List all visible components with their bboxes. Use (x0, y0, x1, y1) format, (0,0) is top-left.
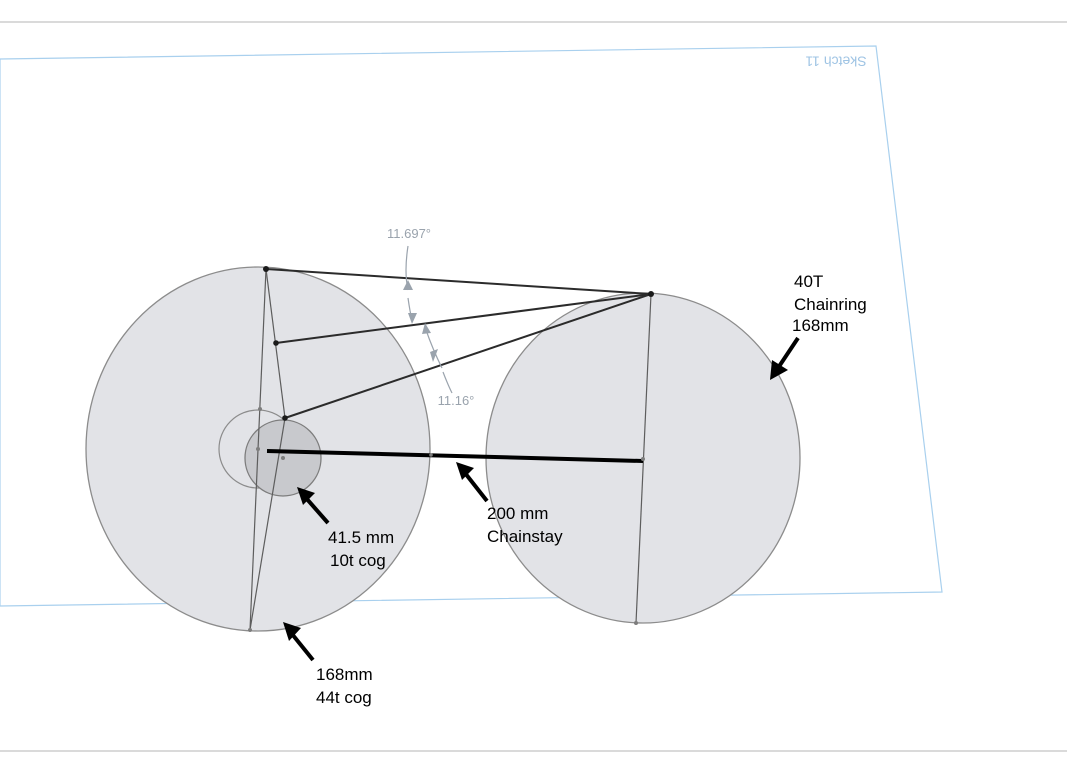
chain-lines[interactable] (265, 268, 652, 419)
sketch-plane[interactable] (0, 45, 943, 607)
chainstay-label-length: 200 mm (487, 504, 548, 523)
chainstay-label-name: Chainstay (487, 527, 563, 546)
sketch-minor-vertices[interactable] (248, 407, 645, 632)
angle-dimension-upper[interactable]: 11.697° (387, 226, 431, 241)
chainring-label-teeth: 40T (794, 272, 823, 291)
sketch-label[interactable]: Sketch 11 (805, 53, 866, 69)
small-cog-label-size: 41.5 mm (328, 528, 394, 547)
large-cog-label-teeth: 44t cog (316, 688, 372, 707)
small-cog-label-teeth: 10t cog (330, 551, 386, 570)
angle-dimension-lower[interactable]: 11.16° (438, 393, 475, 408)
chainring-label-name: Chainring (794, 295, 867, 314)
chainstay-line[interactable] (266, 449, 644, 463)
annotation-arrows (283, 336, 800, 662)
chainring-label-size: 168mm (792, 316, 849, 335)
angle-dimension-arrows (403, 280, 438, 362)
sketch-vertices[interactable] (263, 266, 654, 421)
large-cog-label-size: 168mm (316, 665, 373, 684)
